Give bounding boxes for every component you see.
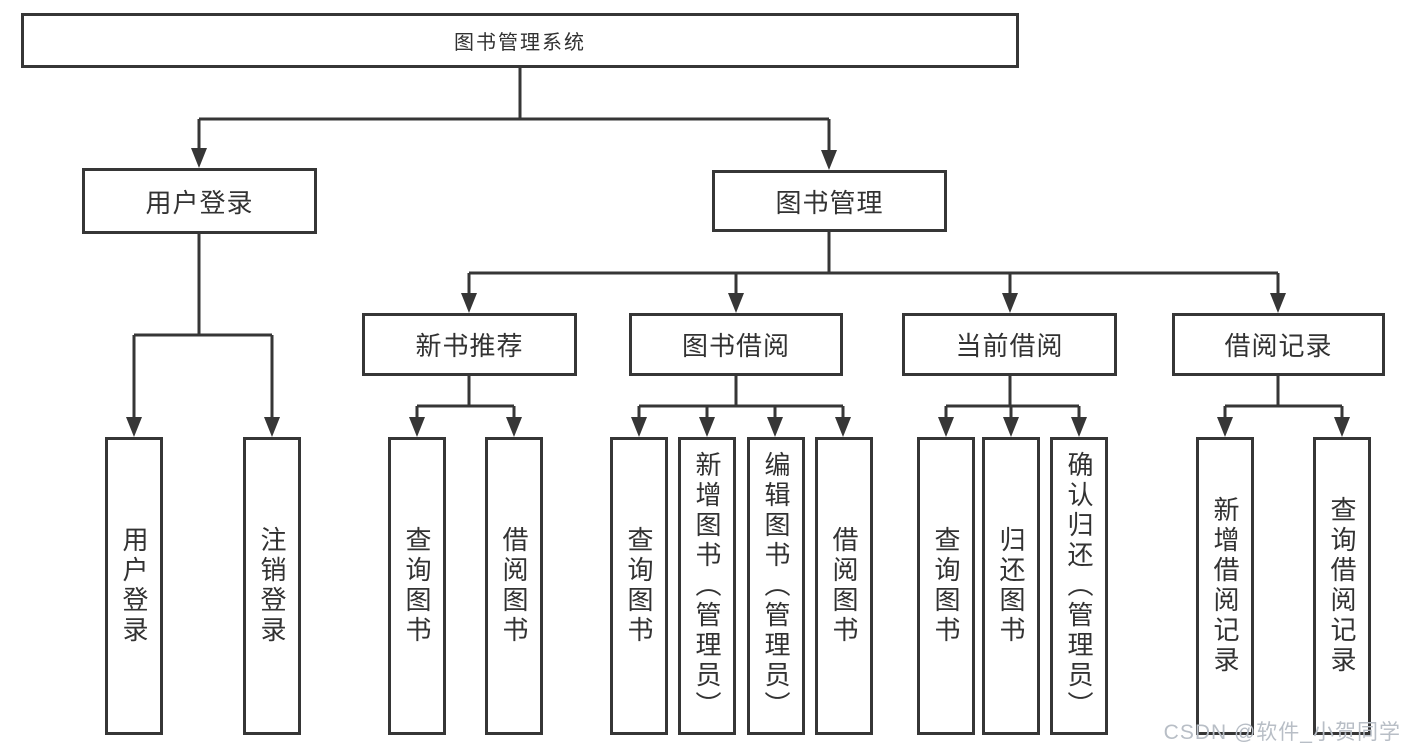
leaf-query-book-current-label: 查询图书 [931, 526, 961, 646]
connector-2 [467, 231, 1280, 299]
arrowhead-2-0 [461, 293, 477, 313]
arrowhead-5-0 [938, 417, 954, 437]
arrowhead-6-0 [1217, 417, 1233, 437]
connector-5 [944, 375, 1081, 423]
csdn-watermark: CSDN @软件_小贺同学 [1163, 721, 1401, 744]
arrowhead-1-0 [126, 417, 142, 437]
node-book-borrow-label: 图书借阅 [681, 331, 790, 361]
arrowhead-2-2 [1002, 293, 1018, 313]
leaf-return-book: 归还图书 [982, 437, 1040, 735]
connector-0 [197, 68, 831, 156]
leaf-add-book-admin-label: 新增图书（管理员） [692, 451, 722, 721]
leaf-edit-book-admin: 编辑图书（管理员） [747, 437, 805, 735]
arrowhead-4-0 [631, 417, 647, 437]
connector-1 [132, 233, 274, 423]
node-user-login-label: 用户登录 [145, 187, 254, 218]
leaf-add-borrow-record-label: 新增借阅记录 [1210, 496, 1240, 676]
arrowhead-5-1 [1003, 417, 1019, 437]
arrowhead-3-1 [506, 417, 522, 437]
leaf-query-borrow-record: 查询借阅记录 [1313, 437, 1371, 735]
node-new-book-recommend: 新书推荐 [362, 313, 577, 376]
node-book-management: 图书管理 [712, 170, 947, 232]
arrowhead-5-2 [1071, 417, 1087, 437]
leaf-query-book-recommend: 查询图书 [388, 437, 446, 735]
leaf-borrow-book: 借阅图书 [815, 437, 873, 735]
leaf-return-book-label: 归还图书 [996, 526, 1026, 646]
connector-6 [1223, 375, 1344, 423]
node-borrow-records: 借阅记录 [1172, 313, 1385, 376]
leaf-query-book-recommend-label: 查询图书 [402, 526, 432, 646]
leaf-borrow-book-recommend-label: 借阅图书 [499, 526, 529, 646]
arrowhead-0-0 [191, 148, 207, 168]
node-borrow-records-label: 借阅记录 [1224, 331, 1333, 361]
leaf-confirm-return-admin: 确认归还（管理员） [1050, 437, 1108, 735]
node-root: 图书管理系统 [21, 13, 1019, 68]
leaf-user-login: 用户登录 [105, 437, 163, 735]
leaf-logout-label: 注销登录 [257, 526, 287, 646]
leaf-user-login-label: 用户登录 [119, 526, 149, 646]
leaf-query-book-current: 查询图书 [917, 437, 975, 735]
leaf-query-book-borrow-label: 查询图书 [624, 526, 654, 646]
connector-3 [415, 375, 516, 423]
node-current-borrow-label: 当前借阅 [955, 331, 1064, 361]
arrowhead-4-2 [767, 417, 783, 437]
node-book-borrow: 图书借阅 [629, 313, 843, 376]
arrowhead-2-3 [1270, 293, 1286, 313]
arrowhead-4-1 [699, 417, 715, 437]
leaf-logout: 注销登录 [243, 437, 301, 735]
leaf-borrow-book-recommend: 借阅图书 [485, 437, 543, 735]
node-root-label: 图书管理系统 [454, 32, 586, 54]
node-new-book-recommend-label: 新书推荐 [415, 331, 524, 361]
node-current-borrow: 当前借阅 [902, 313, 1117, 376]
leaf-edit-book-admin-label: 编辑图书（管理员） [761, 451, 791, 721]
arrowhead-6-1 [1334, 417, 1350, 437]
node-user-login: 用户登录 [82, 168, 317, 234]
arrowhead-0-1 [821, 150, 837, 170]
leaf-add-borrow-record: 新增借阅记录 [1196, 437, 1254, 735]
arrowhead-1-1 [264, 417, 280, 437]
leaf-add-book-admin: 新增图书（管理员） [678, 437, 736, 735]
arrowhead-2-1 [728, 293, 744, 313]
leaf-query-borrow-record-label: 查询借阅记录 [1327, 496, 1357, 676]
node-book-management-label: 图书管理 [775, 187, 884, 218]
leaf-query-book-borrow: 查询图书 [610, 437, 668, 735]
leaf-borrow-book-label: 借阅图书 [829, 526, 859, 646]
leaf-confirm-return-admin-label: 确认归还（管理员） [1064, 451, 1094, 721]
arrowhead-3-0 [409, 417, 425, 437]
connector-4 [637, 375, 845, 423]
arrowhead-4-3 [835, 417, 851, 437]
